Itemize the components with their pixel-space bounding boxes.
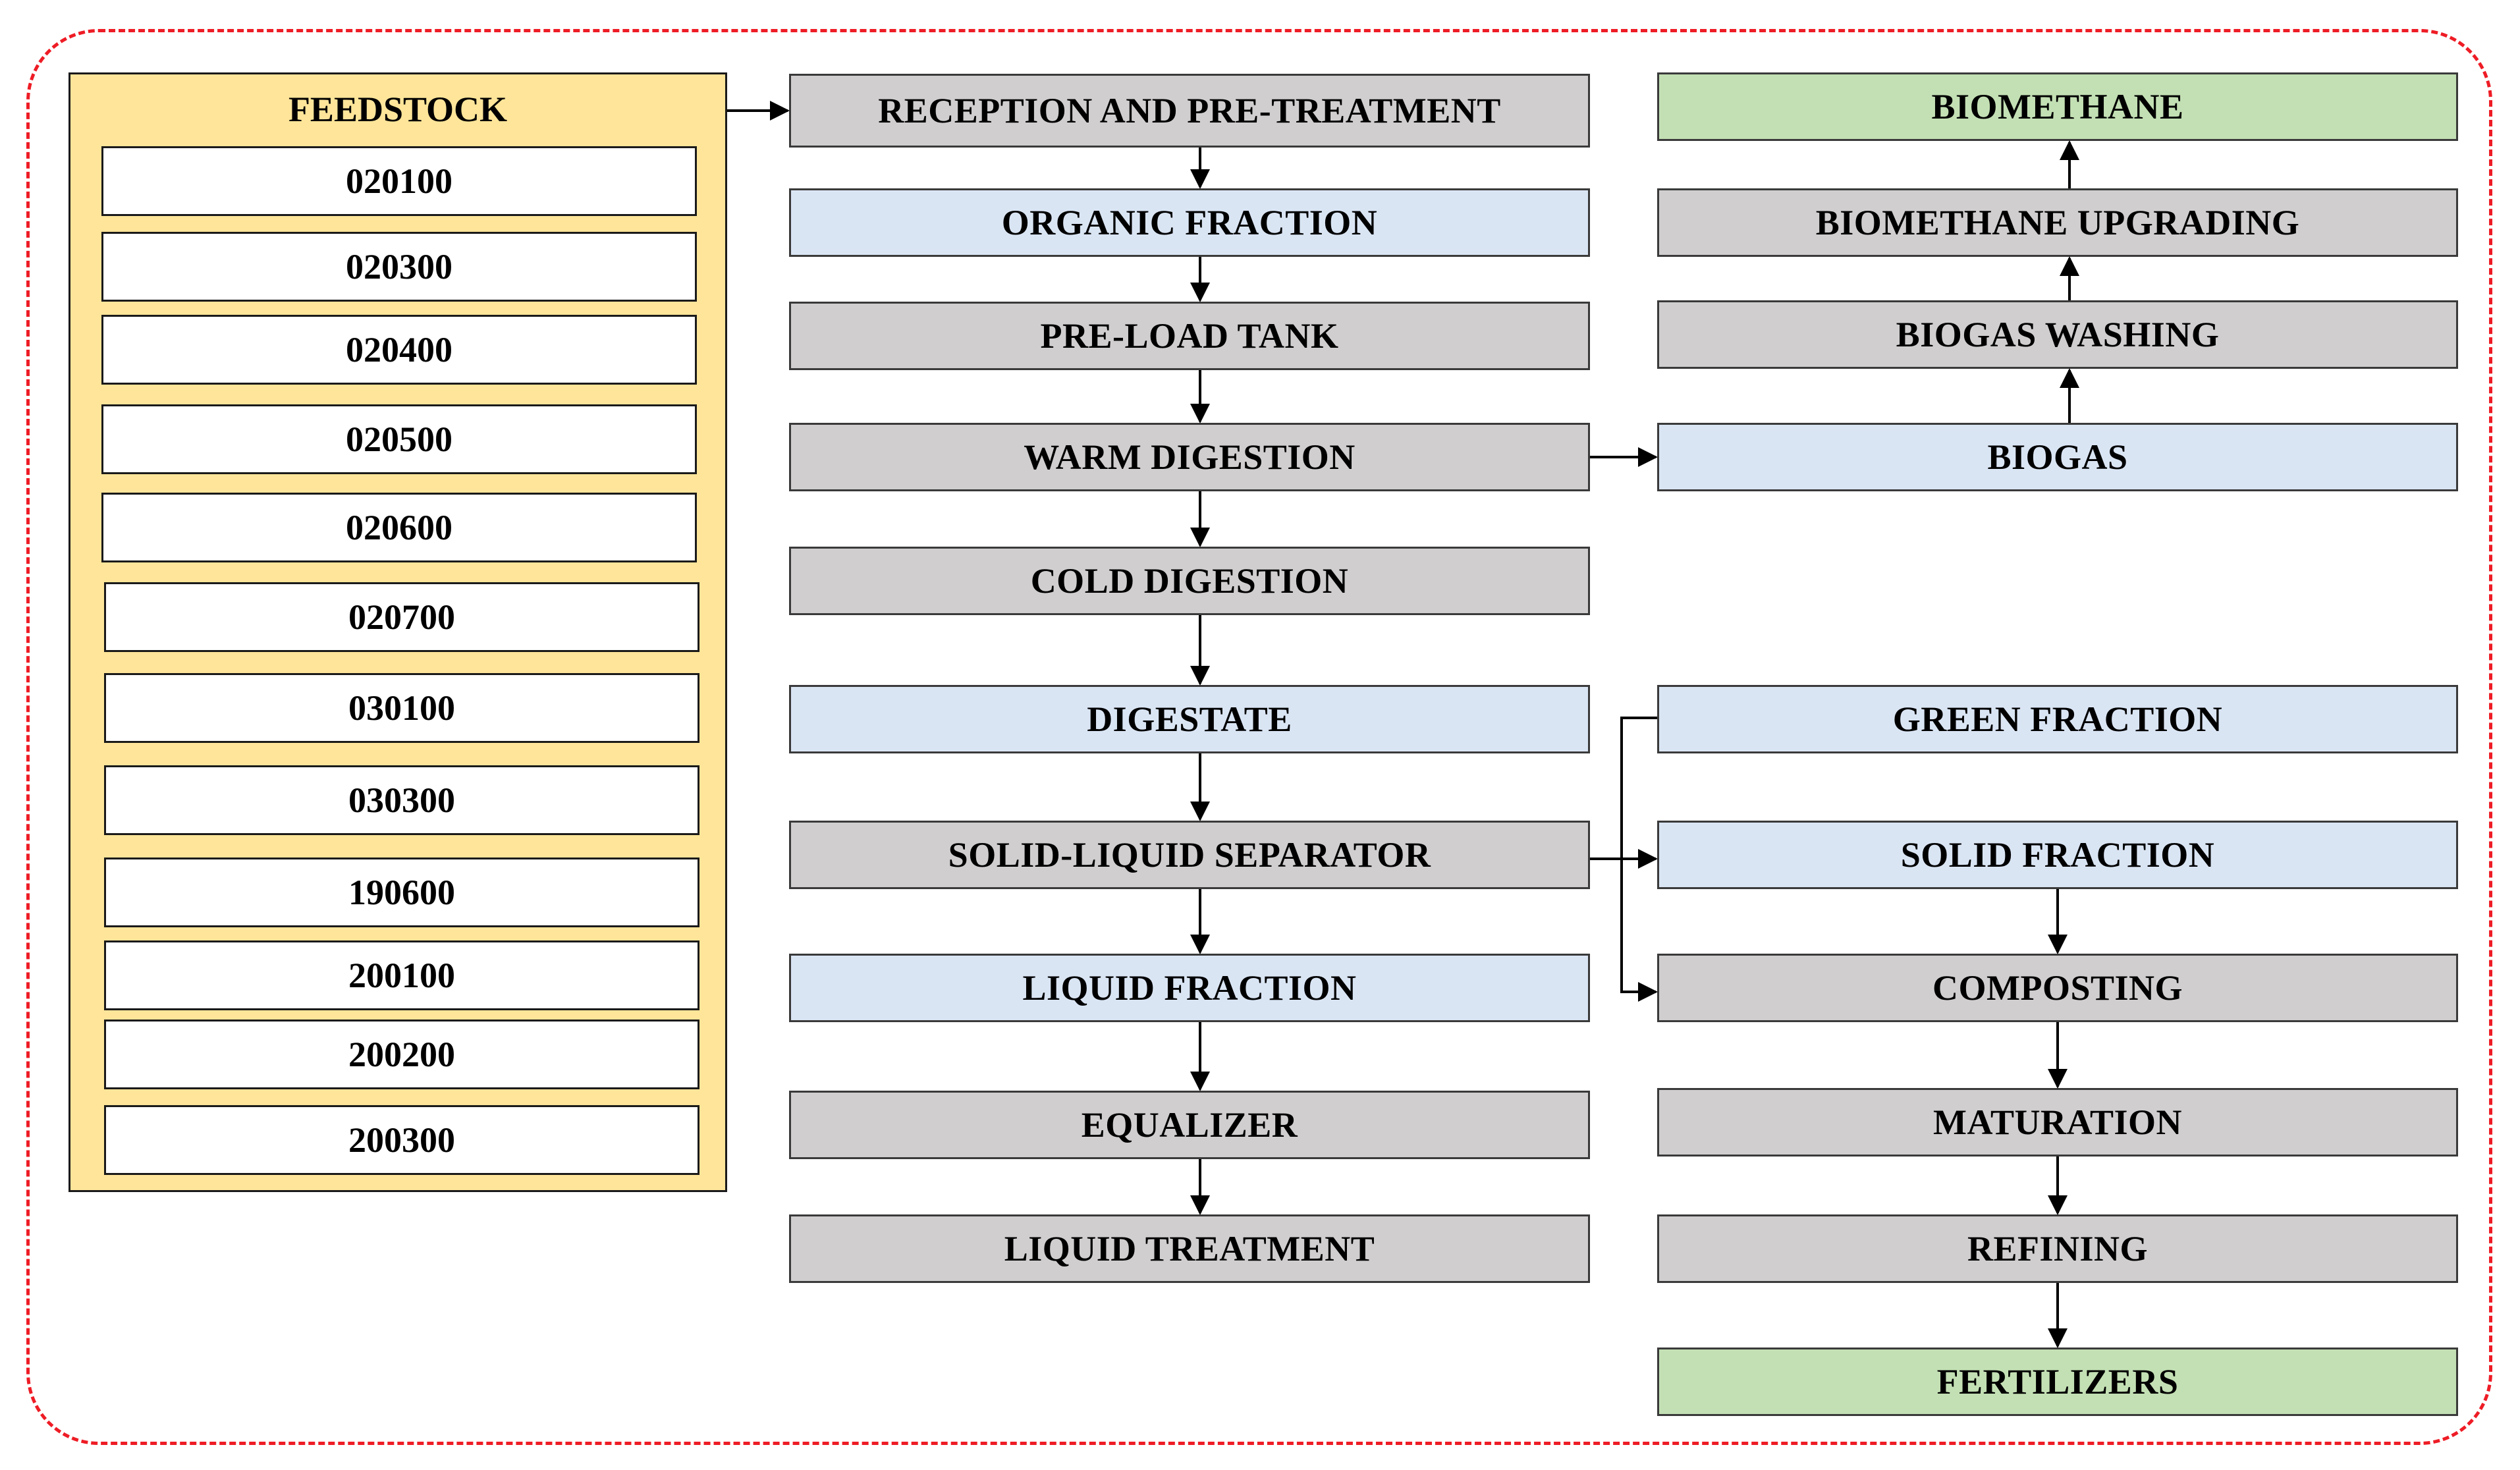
organic-fraction-box: ORGANIC FRACTION <box>789 188 1590 257</box>
equalizer-box: EQUALIZER <box>789 1091 1590 1159</box>
feedstock-code: 020600 <box>101 493 697 562</box>
reception-pretreatment-box: RECEPTION AND PRE-TREATMENT <box>789 74 1590 148</box>
biomethane-box: BIOMETHANE <box>1657 72 2458 141</box>
feedstock-code: 190600 <box>104 858 699 927</box>
green-fraction-box: GREEN FRACTION <box>1657 685 2458 753</box>
feedstock-code: 020100 <box>101 146 697 216</box>
fertilizers-box: FERTILIZERS <box>1657 1348 2458 1416</box>
system-boundary <box>26 29 2492 1445</box>
digestate-box: DIGESTATE <box>789 685 1590 753</box>
feedstock-code: 200100 <box>104 940 699 1010</box>
cold-digestion-box: COLD DIGESTION <box>789 547 1590 615</box>
warm-digestion-box: WARM DIGESTION <box>789 423 1590 491</box>
feedstock-code: 020700 <box>104 582 699 652</box>
maturation-box: MATURATION <box>1657 1088 2458 1157</box>
feedstock-code: 020400 <box>101 315 697 385</box>
feedstock-code: 020500 <box>101 404 697 474</box>
arrow-green-to-composting <box>1620 717 1658 1002</box>
solid-fraction-box: SOLID FRACTION <box>1657 821 2458 889</box>
feedstock-code: 030300 <box>104 765 699 835</box>
feedstock-code: 020300 <box>101 232 697 302</box>
feedstock-title: FEEDSTOCK <box>288 90 508 129</box>
feedstock-code: 200200 <box>104 1020 699 1089</box>
biomethane-upgrading-box: BIOMETHANE UPGRADING <box>1657 188 2458 257</box>
feedstock-code: 030100 <box>104 673 699 743</box>
biogas-washing-box: BIOGAS WASHING <box>1657 300 2458 369</box>
refining-box: REFINING <box>1657 1214 2458 1283</box>
biogas-box: BIOGAS <box>1657 423 2458 491</box>
solid-liquid-separator-box: SOLID-LIQUID SEPARATOR <box>789 821 1590 889</box>
liquid-fraction-box: LIQUID FRACTION <box>789 954 1590 1022</box>
preload-tank-box: PRE-LOAD TANK <box>789 302 1590 370</box>
feedstock-code: 200300 <box>104 1105 699 1175</box>
composting-box: COMPOSTING <box>1657 954 2458 1022</box>
liquid-treatment-box: LIQUID TREATMENT <box>789 1214 1590 1283</box>
